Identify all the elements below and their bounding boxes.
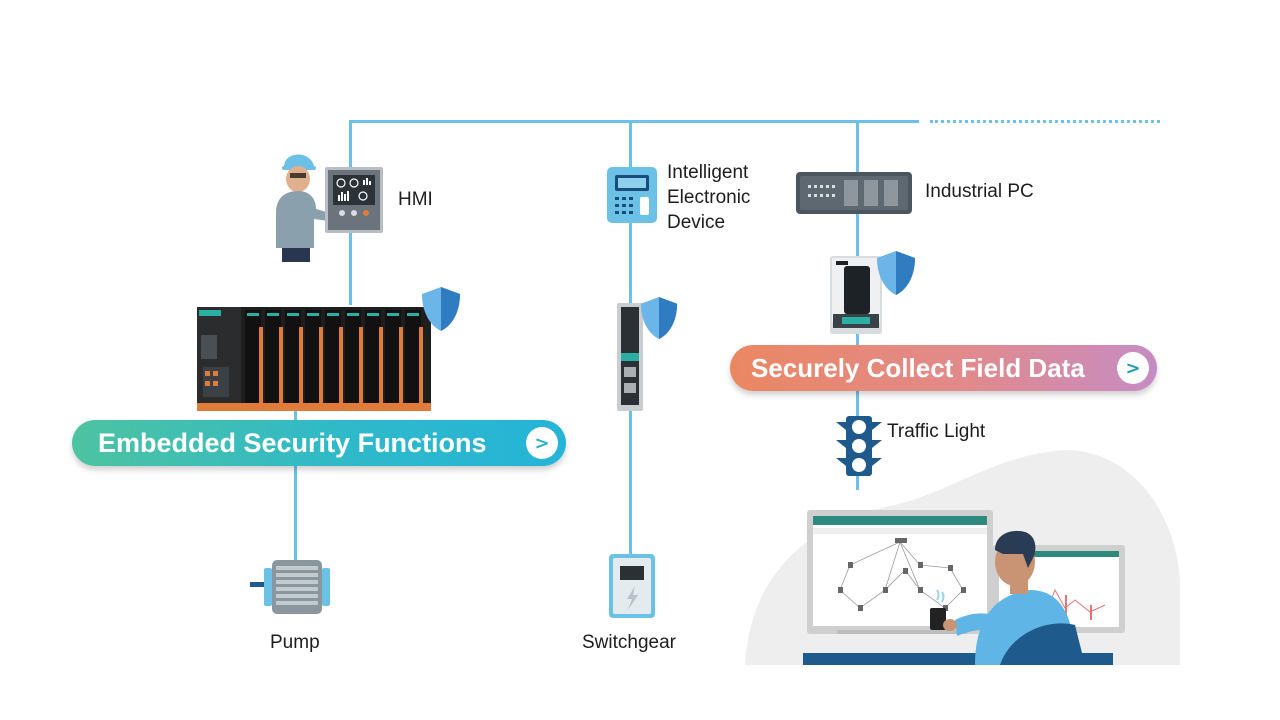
hmi-label: HMI [398,189,433,210]
securely-collect-field-data-label: Securely Collect Field Data [751,352,1085,383]
protocol-gateway-icon [617,303,643,411]
securely-collect-field-data-button[interactable]: Securely Collect Field Data > [730,345,1157,391]
industrial-pc-label: Industrial PC [925,181,1034,202]
industrial-pc-icon [796,172,912,214]
pump-line [294,408,297,563]
operator-workstation-scene [745,450,1180,665]
embedded-security-functions-label: Embedded Security Functions [98,427,487,458]
traffic-light-icon [836,416,882,476]
embedded-security-functions-button[interactable]: Embedded Security Functions > [72,420,566,466]
top-bus-dotted-line [930,120,1160,123]
remote-io-controller-icon [197,307,431,411]
pump-label: Pump [270,632,320,653]
top-bus-line [349,120,919,123]
hmi-device-icon [325,167,383,233]
ied-device-icon [607,167,657,223]
shield-icon-gateway [640,297,678,339]
ied-label-line-2: Electronic [667,187,751,208]
switchgear-label: Switchgear [582,632,676,653]
security-gateway-icon [830,256,882,334]
worker-icon [276,154,330,262]
ied-label-line-1: Intelligent [667,162,749,183]
traffic-light-label: Traffic Light [887,421,986,442]
chevron-right-icon: > [1117,352,1149,384]
chevron-right-icon: > [526,427,558,459]
pump-icon [250,560,330,614]
shield-icon-rack [422,287,460,331]
ied-label-line-3: Device [667,212,726,233]
shield-icon-collect [877,251,915,295]
switchgear-icon [609,554,655,618]
